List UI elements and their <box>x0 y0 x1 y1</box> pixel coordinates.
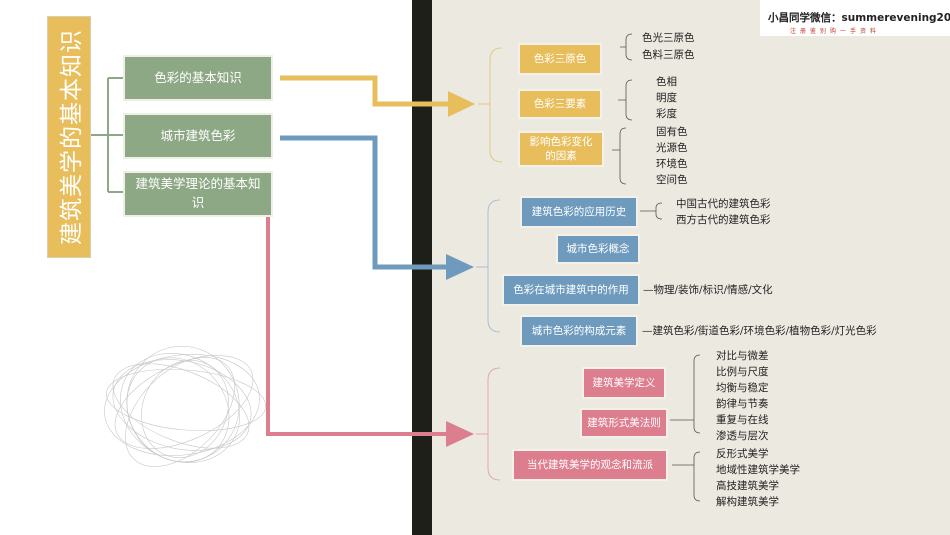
node-contemporary-schools[interactable]: 当代建筑美学的观念和流派 <box>512 449 668 481</box>
leaf-anti-formal: 反形式美学 <box>716 448 769 460</box>
main-title: 建筑美学的基本知识 <box>47 16 91 258</box>
node-three-primary-colors[interactable]: 色彩三原色 <box>518 43 602 75</box>
leaf-rhythm-cadence: 韵律与节奏 <box>716 398 769 410</box>
leaf-spatial-color: 空间色 <box>656 174 688 186</box>
leaf-lightness: 明度 <box>656 92 677 104</box>
leaf-contrast-nuance: 对比与微差 <box>716 350 769 362</box>
leaf-light-source-color: 光源色 <box>656 142 688 154</box>
topic-aesthetics-theory[interactable]: 建筑美学理论的基本知识 <box>123 171 273 217</box>
node-color-role[interactable]: 色彩在城市建筑中的作用 <box>502 274 640 306</box>
node-color-history[interactable]: 建筑色彩的应用历史 <box>520 196 638 228</box>
leaf-high-tech: 高技建筑美学 <box>716 480 779 492</box>
leaf-balance-stability: 均衡与稳定 <box>716 382 769 394</box>
topic-city-color[interactable]: 城市建筑色彩 <box>123 113 273 159</box>
watermark: 小昌同学微信：summerevening2020 注册鉴别购一手资料 <box>760 0 950 36</box>
leaf-ancient-chinese-color: 中国古代的建筑色彩 <box>676 198 771 210</box>
watermark-title: 小昌同学微信：summerevening2020 <box>768 12 950 24</box>
leaf-inherent-color: 固有色 <box>656 126 688 138</box>
leaf-permeation-layers: 渗透与层次 <box>716 430 769 442</box>
wire-sphere-sketch <box>104 345 267 467</box>
leaf-deconstruction: 解构建筑美学 <box>716 496 779 508</box>
leaf-ancient-western-color: 西方古代的建筑色彩 <box>676 214 771 226</box>
leaf-color-roles: —物理/装饰/标识/情感/文化 <box>643 284 773 296</box>
leaf-light-primaries: 色光三原色 <box>642 32 695 44</box>
leaf-regional: 地域性建筑学美学 <box>716 464 800 476</box>
topic-color-basics[interactable]: 色彩的基本知识 <box>123 55 273 101</box>
node-aesthetics-definition[interactable]: 建筑美学定义 <box>582 367 666 399</box>
leaf-pigment-primaries: 色料三原色 <box>642 49 695 61</box>
node-city-color-concept[interactable]: 城市色彩概念 <box>556 234 640 264</box>
main-title-text: 建筑美学的基本知识 <box>59 29 85 245</box>
leaf-proportion-scale: 比例与尺度 <box>716 366 769 378</box>
leaf-ambient-color: 环境色 <box>656 158 688 170</box>
node-color-change-factors[interactable]: 影响色彩变化的因素 <box>518 131 604 167</box>
leaf-hue: 色相 <box>656 76 677 88</box>
node-city-color-elements[interactable]: 城市色彩的构成元素 <box>520 315 638 347</box>
leaf-saturation: 彩度 <box>656 108 677 120</box>
leaf-color-elements: —建筑色彩/街道色彩/环境色彩/植物色彩/灯光色彩 <box>642 325 877 337</box>
node-formal-beauty-rules[interactable]: 建筑形式美法则 <box>580 408 668 438</box>
leaf-repetition: 重复与在线 <box>716 414 769 426</box>
watermark-subtitle: 注册鉴别购一手资料 <box>790 28 881 35</box>
node-three-color-elements[interactable]: 色彩三要素 <box>518 89 602 119</box>
